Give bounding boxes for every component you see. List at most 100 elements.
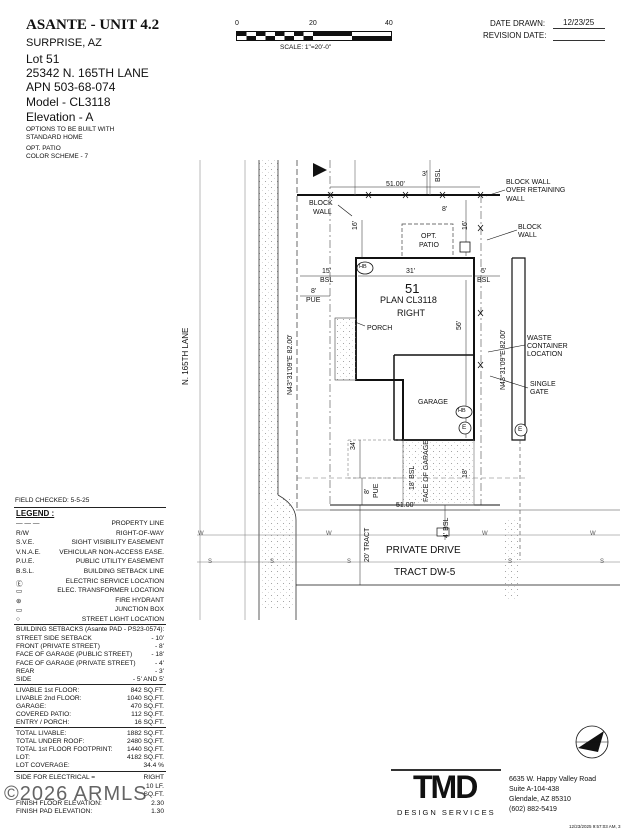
row-label: FACE OF GARAGE (PUBLIC STREET)	[16, 651, 133, 659]
legend-abbr: ○	[16, 616, 20, 623]
block-wall-retaining-1: BLOCK WALL	[506, 179, 551, 186]
hose-bib-1-label: HB	[359, 264, 367, 270]
watermark: ©2026 ARMLS	[4, 783, 148, 805]
dim-rear-16b: 16'	[462, 220, 469, 230]
company-tagline: DESIGN SERVICES	[397, 808, 496, 817]
street-name-label: N. 165TH LANE	[181, 327, 190, 385]
table-row: TOTAL 1st FLOOR FOOTPRINT:1440 SQ.FT.	[16, 746, 164, 755]
company-logo-text: TMD	[413, 769, 478, 805]
face-of-garage-label: FACE OF GARAGE	[423, 440, 430, 502]
curb-return	[258, 494, 297, 620]
table-row: STREET SIDE SETBACK- 10'	[16, 635, 164, 644]
legend-abbr: R/W	[16, 529, 29, 537]
legend-rule-bottom	[14, 624, 166, 625]
setbacks-heading: BUILDING SETBACKS (Asante PAD - PS23-057…	[16, 626, 165, 633]
waste-container-2: CONTAINER	[527, 343, 568, 350]
row-value: - 4'	[155, 659, 164, 667]
legend-desc: STREET LIGHT LOCATION	[81, 616, 164, 623]
row-value: - 3'	[155, 667, 164, 675]
revision-date-label: REVISION DATE:	[483, 31, 547, 40]
dim-pue: 8'	[311, 288, 317, 295]
sewer-line-marker-3: S	[347, 559, 352, 565]
single-gate-1: SINGLE	[530, 381, 556, 388]
row-value: 34.4 %	[143, 762, 164, 769]
row-label: TOTAL UNDER ROOF:	[16, 738, 85, 745]
table-row: LIVABLE 2nd FLOOR: 1040 SQ.FT.	[16, 695, 164, 704]
table-row: ENTRY / PORCH:16 SQ.FT.	[16, 719, 164, 728]
north-arrow-icon	[575, 725, 609, 759]
electric-service-label: E	[462, 424, 467, 431]
table-row: REAR - 3'	[16, 668, 164, 677]
legend-desc: SIGHT VISIBILITY EASEMENT	[71, 539, 164, 547]
optional-patio-outline	[401, 223, 454, 259]
row-label: REAR	[16, 667, 35, 675]
block-wall-retaining-2: OVER RETAINING	[506, 187, 566, 194]
sewer-line-marker-5: S	[600, 559, 605, 565]
block-wall-right-2: WALL	[518, 232, 537, 239]
row-label: GARAGE:	[16, 703, 47, 710]
row-label: LOT:	[16, 754, 30, 761]
row-value: 1882 SQ.FT.	[126, 730, 164, 737]
legend-abbr: Ⓔ	[16, 580, 23, 588]
dim-right-setback-sub: BSL	[477, 277, 491, 284]
model-label: Model - CL3118	[26, 95, 111, 109]
dim-rear-8: 8'	[442, 206, 448, 213]
date-drawn-underline	[553, 28, 605, 29]
neighbor-electric-label: E	[518, 426, 523, 433]
row-value: - 18'	[151, 651, 164, 659]
city-label: SURPRISE, AZ	[26, 37, 102, 49]
dim-pue-sub: PUE	[306, 297, 321, 304]
dim-18: 18'	[462, 468, 469, 478]
sewer-line-marker-1: S	[208, 559, 213, 565]
block-wall-right-1: BLOCK	[518, 224, 542, 231]
legend-abbr: ▭	[16, 588, 23, 596]
row-value: RIGHT	[143, 774, 164, 781]
scale-bar-graphic	[236, 31, 392, 41]
plan-name-label: PLAN CL3118	[380, 295, 437, 305]
row-label: FINISH PAD ELEVATION:	[16, 808, 93, 815]
scale-tick-20: 20	[309, 20, 317, 27]
scale-label: SCALE: 1"=20'-0"	[280, 44, 332, 51]
table-row: ⊛FIRE HYDRANT	[16, 597, 164, 607]
row-value: - 10'	[151, 635, 164, 642]
table-row: 10 LF.	[16, 783, 164, 792]
curb-return-hatch	[262, 498, 293, 608]
legend-abbr: P.U.E.	[16, 558, 35, 566]
wall-markers	[327, 191, 484, 369]
row-label: FACE OF GARAGE (PRIVATE STREET)	[16, 659, 136, 667]
row-value: 1040 SQ.FT.	[126, 695, 164, 702]
table-row: SIDE- 5' AND 5'	[16, 676, 164, 685]
dim-left-setback-sub: BSL	[320, 277, 334, 284]
table-row: FINISH FLOOR ELEVATION: 2.30	[16, 800, 164, 809]
options-note-1: OPTIONS TO BE BUILT WITH	[26, 126, 115, 133]
sidewalk-hatch	[259, 160, 278, 495]
row-value: 842 SQ.FT.	[130, 687, 164, 694]
bearing-left: N43°31'09"E 82.00'	[287, 334, 294, 395]
table-row: S.V.E.SIGHT VISIBILITY EASEMENT	[16, 539, 164, 549]
scale-tick-40: 40	[385, 20, 393, 27]
legend-abbr: — — —	[16, 520, 40, 527]
table-row: ▭JUNCTION BOX	[16, 606, 164, 616]
table-row: ○ STREET LIGHT LOCATION	[16, 616, 164, 626]
row-value: 112 SQ.FT.	[131, 711, 164, 718]
legend-desc: RIGHT-OF-WAY	[116, 529, 164, 537]
table-row: P.U.E.PUBLIC UTILITY EASEMENT	[16, 558, 164, 568]
legend-desc: PROPERTY LINE	[111, 520, 164, 527]
company-address-2: Suite A-104-438	[509, 786, 560, 793]
water-line-marker-1: W	[198, 531, 204, 537]
elevation-label: Elevation - A	[26, 110, 94, 124]
row-label: FINISH FLOOR ELEVATION:	[16, 799, 102, 807]
row-label: LIVABLE 2nd FLOOR:	[16, 695, 82, 702]
legend-desc: JUNCTION BOX	[114, 606, 164, 614]
waste-container-1: WASTE	[527, 335, 552, 342]
legend-abbr: V.N.A.E.	[16, 548, 41, 556]
print-timestamp: 12/23/2025 9:57:03 AM, 3	[569, 824, 621, 829]
water-line-marker-4: W	[590, 531, 596, 537]
row-value: 470 SQ.FT.	[130, 703, 164, 710]
row-label: SIDE FOR ELECTRICAL =	[16, 774, 96, 781]
options-note-2: STANDARD HOME	[26, 134, 83, 141]
row-value: 2.30	[151, 799, 164, 807]
scale-tick-0: 0	[235, 20, 239, 27]
row-value: 2480 SQ.FT.	[126, 738, 164, 745]
table-row: SQ.FT.	[16, 791, 164, 800]
